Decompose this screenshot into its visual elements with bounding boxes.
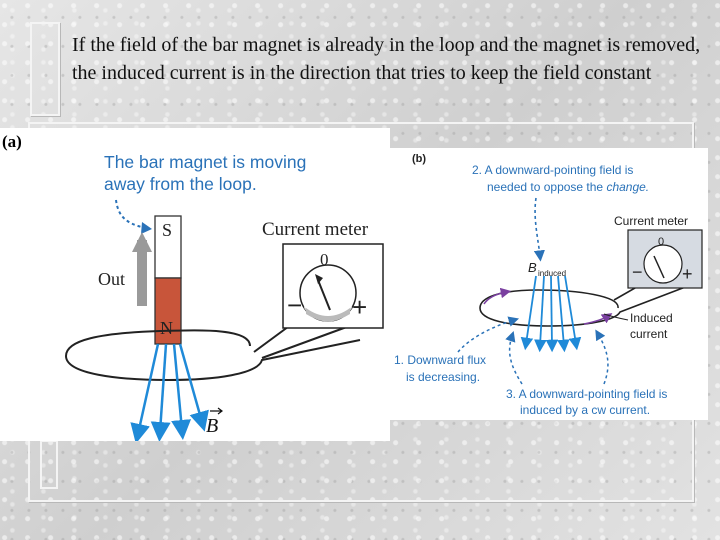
note-3-pointer-left	[505, 331, 523, 385]
slide-heading: If the field of the bar magnet is alread…	[72, 34, 701, 84]
vector-arrow-icon	[210, 407, 223, 415]
note-2-line-2: needed to oppose the change.	[487, 180, 649, 194]
field-line	[150, 343, 171, 442]
induced-current-line-1: Induced	[630, 311, 673, 325]
meter-needle-tip	[315, 274, 323, 284]
meter-zero: 0	[320, 250, 329, 269]
meter-needle	[653, 255, 665, 279]
meter-plus: +	[682, 264, 693, 284]
field-line	[534, 275, 547, 353]
meter-label: Current meter	[614, 214, 688, 228]
note-2-line-1: 2. A downward-pointing field is	[472, 163, 633, 177]
current-arrow	[583, 313, 613, 325]
field-line	[564, 275, 582, 351]
meter-dial	[643, 244, 683, 284]
b-induced-subscript: induced	[538, 269, 566, 278]
note-3-line-2: induced by a cw current.	[520, 403, 650, 417]
induced-current-line-2: current	[630, 327, 668, 341]
decorative-frame-bar	[30, 22, 60, 116]
note-1-pointer	[457, 316, 520, 353]
field-line	[557, 275, 570, 353]
magnet-south-label: S	[162, 220, 172, 240]
decorative-frame-bar-lower	[40, 440, 58, 489]
induced-current-leader	[603, 313, 629, 321]
note-2-pointer	[533, 197, 545, 262]
caption-line-2: away from the loop.	[104, 174, 257, 194]
panel-a: The bar magnet is moving away from the l…	[0, 128, 390, 444]
field-line	[520, 275, 537, 351]
b-induced-symbol: B	[528, 260, 537, 275]
panel-b-label: (b)	[412, 153, 426, 165]
motion-arrow-head	[132, 232, 152, 252]
caption-line-1: The bar magnet is moving	[104, 152, 306, 172]
panel-b-diagram: (b) 2. A downward-pointing field is need…	[394, 153, 703, 417]
field-line	[178, 343, 209, 432]
caption-pointer-arrow	[115, 199, 147, 229]
meter-plus: +	[352, 292, 367, 322]
note-3-line-1: 3. A downward-pointing field is	[506, 387, 667, 401]
meter-minus: −	[632, 262, 643, 282]
note-1-line-2: is decreasing.	[406, 370, 480, 384]
field-line	[545, 275, 559, 353]
note-1-line-1: 1. Downward flux	[394, 353, 486, 367]
field-line	[130, 343, 160, 444]
meter-needle	[317, 279, 331, 311]
caption-pointer-head	[141, 222, 152, 234]
magnet-north-label: N	[160, 318, 173, 338]
wire-loop	[64, 329, 361, 382]
magnet-north-pole	[154, 277, 182, 345]
motion-label: Out	[98, 269, 125, 289]
field-label: B	[206, 415, 218, 437]
note-3-pointer-right	[595, 329, 609, 385]
field-line	[171, 343, 192, 440]
panel-b: (b) 2. A downward-pointing field is need…	[388, 148, 708, 420]
panel-a-label: (a)	[2, 132, 22, 151]
panel-a-diagram: The bar magnet is moving away from the l…	[64, 152, 384, 444]
current-arrow	[483, 287, 512, 305]
meter-label: Current meter	[262, 219, 369, 240]
meter-zero: 0	[658, 236, 664, 248]
meter-dial-shade	[306, 308, 350, 321]
magnet-south-pole	[154, 215, 182, 279]
meter-minus: −	[287, 290, 302, 320]
